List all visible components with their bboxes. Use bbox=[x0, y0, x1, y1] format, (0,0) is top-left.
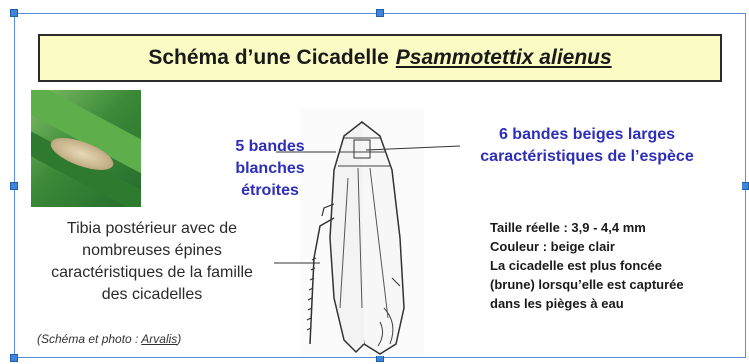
resize-handle-bottom-left[interactable] bbox=[10, 354, 18, 362]
info-note-1: La cicadelle est plus foncée bbox=[490, 256, 730, 275]
info-size: Taille réelle : 3,9 - 4,4 mm bbox=[490, 218, 730, 237]
label-five-white-bands: 5 bandes blanches étroites bbox=[225, 136, 315, 202]
info-color: Couleur : beige clair bbox=[490, 237, 730, 256]
label-six-beige-bands: 6 bandes beiges larges caractéristiques … bbox=[462, 124, 712, 168]
resize-handle-top-center[interactable] bbox=[376, 9, 384, 17]
slide-content: Schéma d’une Cicadelle Psammotettix alie… bbox=[18, 18, 742, 354]
info-note-3: dans les pièges à eau bbox=[490, 294, 730, 313]
resize-handle-top-left[interactable] bbox=[10, 9, 18, 17]
image-credit: (Schéma et photo : Arvalis) bbox=[37, 332, 181, 346]
info-note-2: (brune) lorsqu’elle est capturée bbox=[490, 275, 730, 294]
info-block: Taille réelle : 3,9 - 4,4 mm Couleur : b… bbox=[490, 218, 730, 313]
resize-handle-right-middle[interactable] bbox=[741, 182, 749, 190]
resize-handle-left-middle[interactable] bbox=[10, 182, 18, 190]
label-tibia: Tibia postérieur avec de nombreuses épin… bbox=[24, 218, 280, 306]
